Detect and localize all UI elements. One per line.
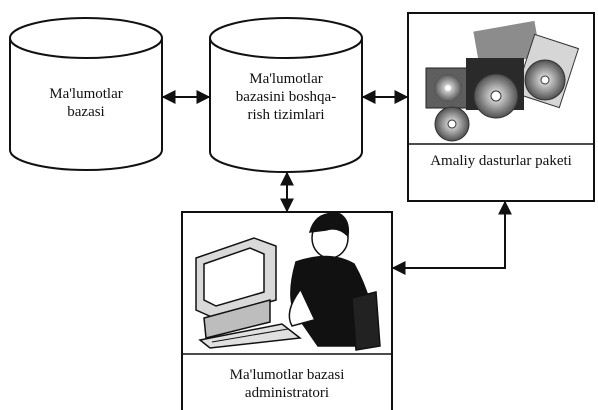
person-at-computer-image: [195, 212, 381, 351]
database-label: Ma'lumotlar bazasi: [49, 86, 123, 120]
database-cylinder: [9, 17, 163, 171]
connector-app-package-administrator: [391, 200, 512, 275]
dbms-label: Ma'lumotlar bazasini boshqa- rish tiziml…: [235, 71, 337, 123]
administrator-label: Ma'lumotlar bazasi administratori: [229, 367, 345, 401]
cd-discs-image: [425, 20, 580, 142]
app-package-label: Amaliy dasturlar paketi: [430, 153, 572, 169]
dbms-cylinder: [209, 17, 363, 173]
connections: [161, 90, 512, 275]
